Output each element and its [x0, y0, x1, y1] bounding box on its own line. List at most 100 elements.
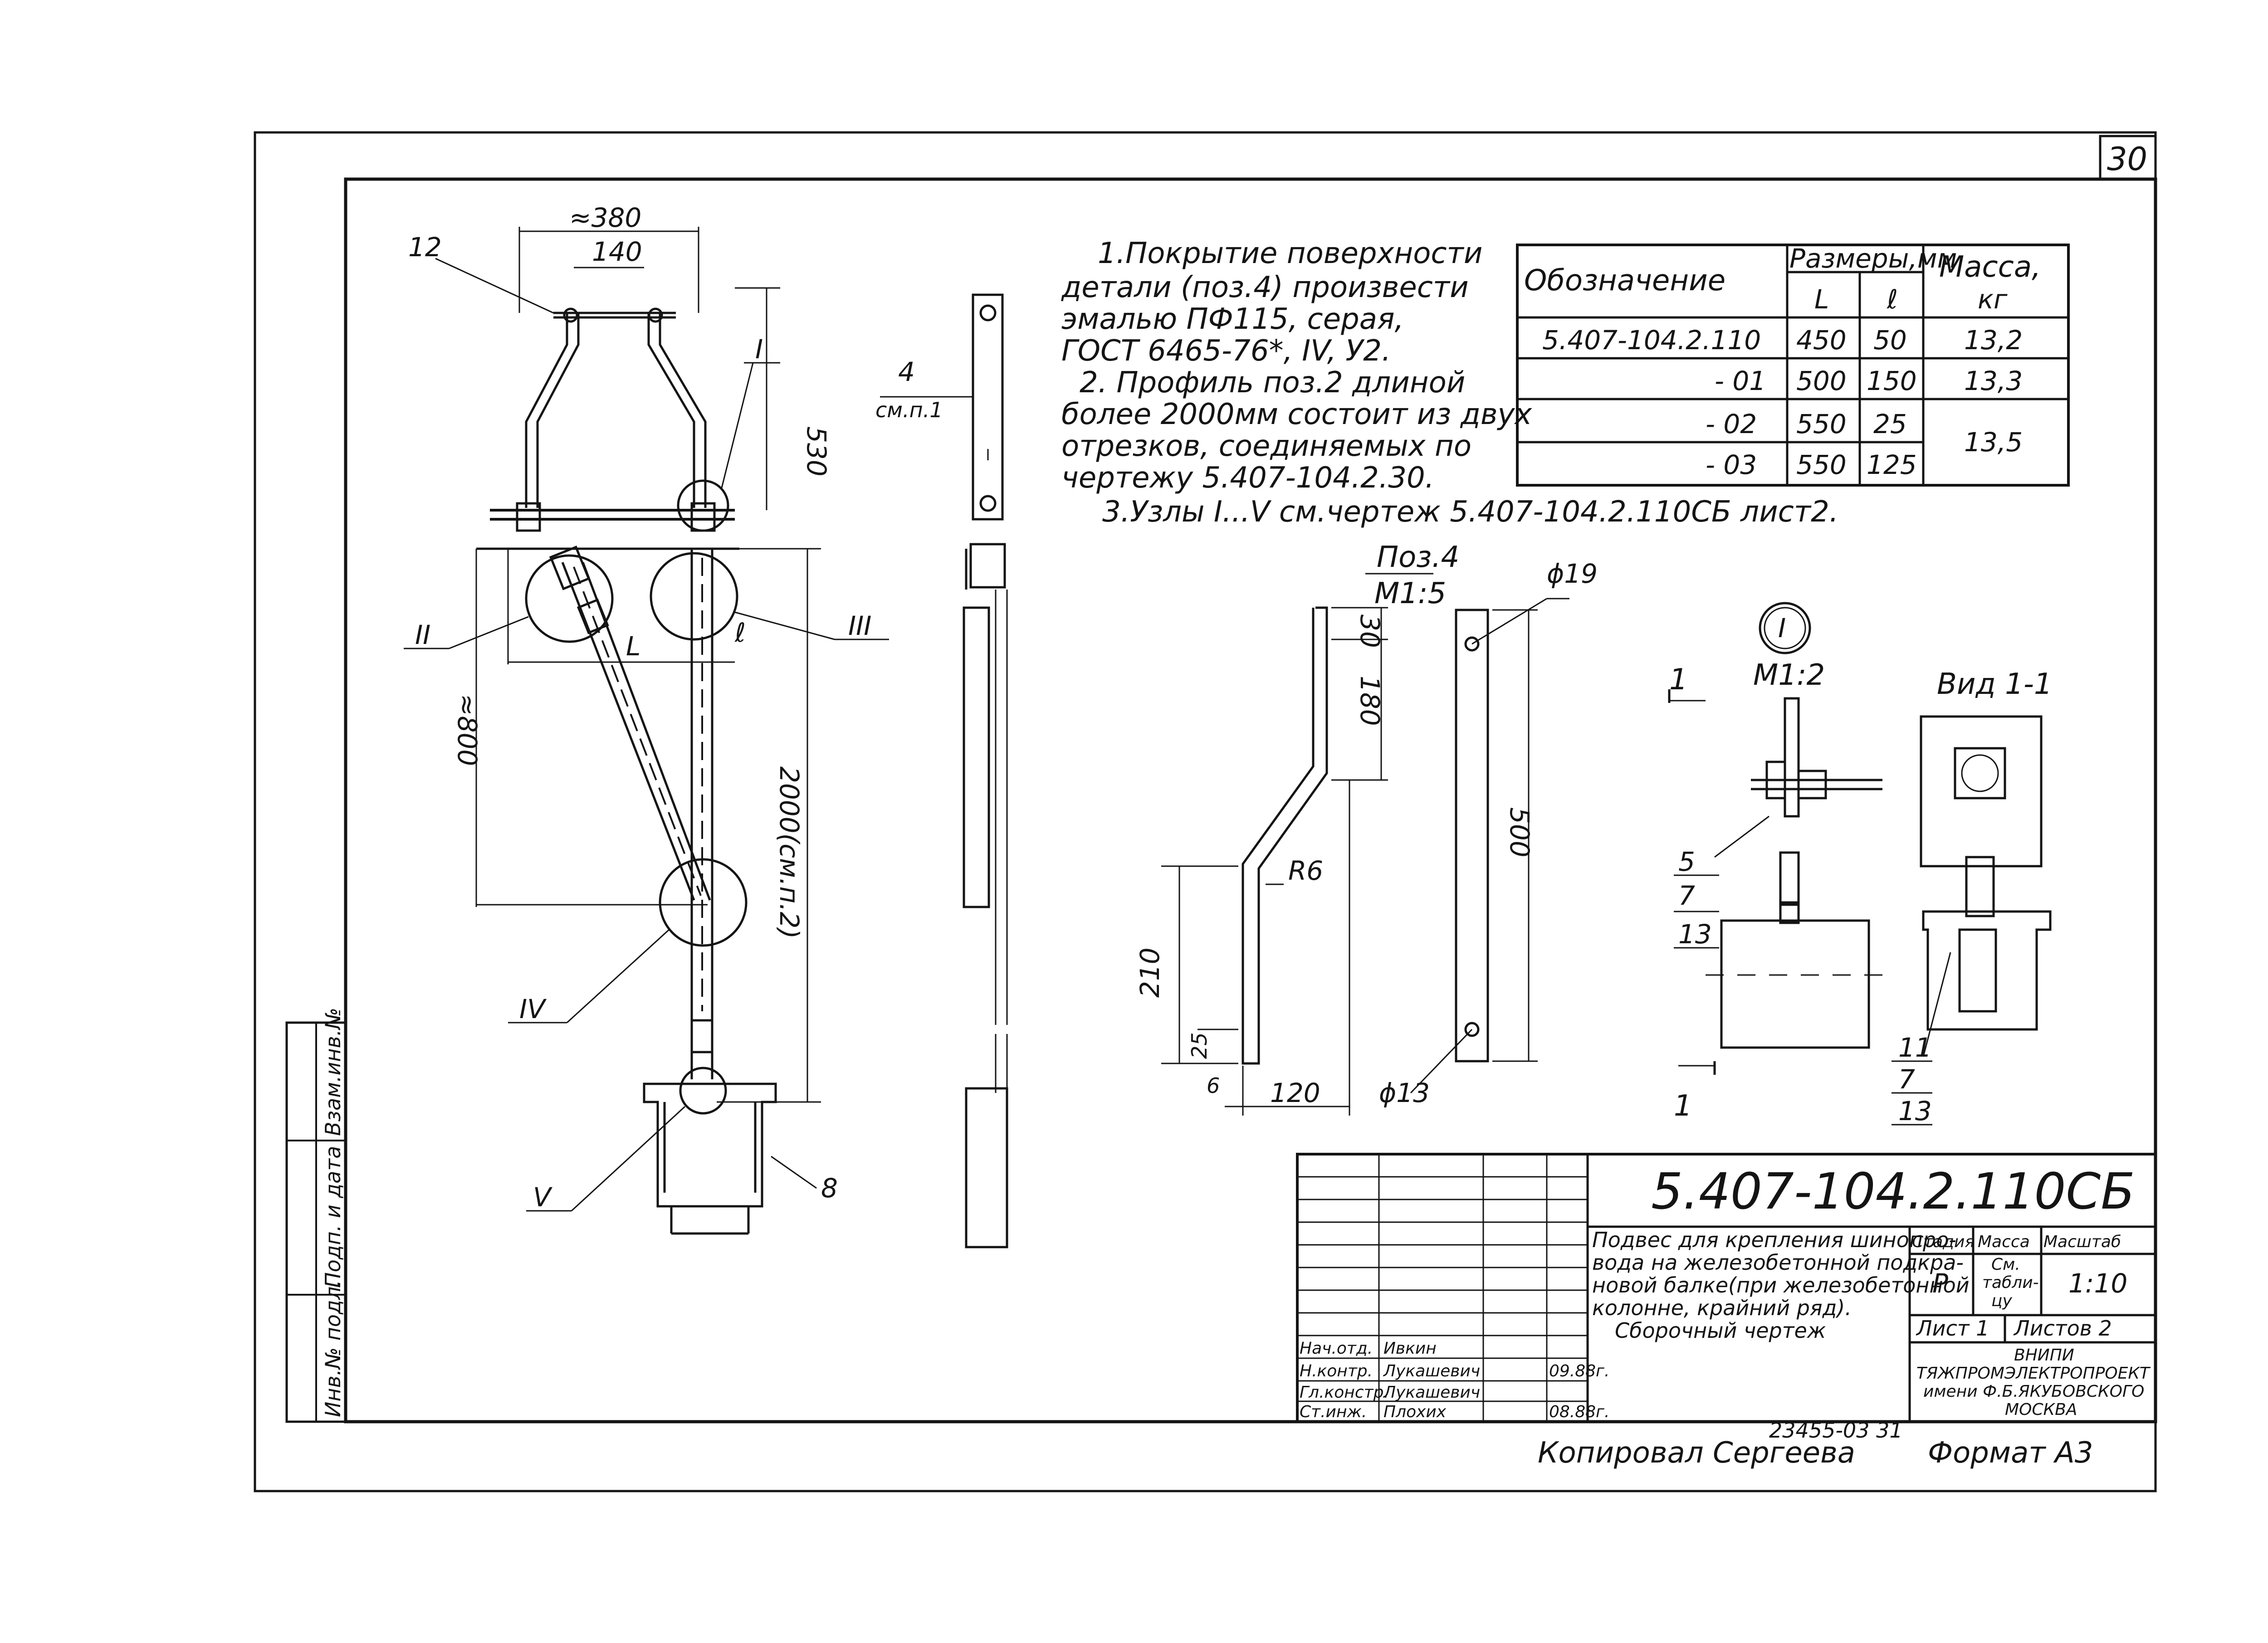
- svg-text:Плохих: Плохих: [1383, 1403, 1447, 1421]
- pos-4-label: 4: [898, 356, 915, 387]
- svg-text:ГОСТ 6465-76*, IV, У2.: ГОСТ 6465-76*, IV, У2.: [1061, 334, 1391, 368]
- svg-text:Н.контр.: Н.контр.: [1300, 1362, 1373, 1380]
- node-V-label: V: [533, 1182, 553, 1213]
- th-l: ℓ: [1887, 284, 1898, 315]
- th-mass-unit: кг: [1978, 284, 2008, 315]
- side-stamp: Инв.№ подл. Подп. и дата Взам.инв.№: [285, 1008, 347, 1423]
- svg-text:Листов 2: Листов 2: [2013, 1316, 2112, 1341]
- svg-text:120: 120: [1270, 1077, 1320, 1108]
- svg-text:550: 550: [1796, 409, 1847, 439]
- svg-text:См.: См.: [1991, 1255, 2020, 1274]
- svg-text:чертежу 5.407-104.2.30.: чертежу 5.407-104.2.30.: [1061, 461, 1434, 495]
- svg-text:6: 6: [1207, 1073, 1220, 1098]
- svg-text:180: 180: [1354, 676, 1385, 726]
- dim-800-label: ≈800: [452, 694, 483, 766]
- general-notes: 1.Покрытие поверхности детали (поз.4) пр…: [1061, 237, 1838, 529]
- svg-text:1.Покрытие поверхности: 1.Покрытие поверхности: [1098, 237, 1482, 270]
- svg-text:5: 5: [1678, 846, 1695, 877]
- svg-text:7: 7: [1898, 1064, 1915, 1095]
- svg-text:Сборочный чертеж: Сборочный чертеж: [1615, 1318, 1826, 1343]
- svg-text:ϕ13: ϕ13: [1379, 1077, 1430, 1108]
- svg-text:Подвес для крепления шинопро-: Подвес для крепления шинопро-: [1592, 1228, 1956, 1252]
- svg-text:детали (поз.4) произвести: детали (поз.4) произвести: [1061, 271, 1469, 304]
- svg-text:2. Профиль поз.2 длиной: 2. Профиль поз.2 длиной: [1080, 366, 1465, 400]
- part4-title: Поз.4: [1377, 541, 1459, 574]
- view-1-1-title: Вид 1-1: [1937, 668, 2053, 701]
- svg-text:25: 25: [1873, 409, 1907, 439]
- th-mass: Масса,: [1939, 250, 2041, 284]
- dim-L-label: L: [626, 631, 640, 662]
- copied-by: Копировал Сергеева: [1538, 1436, 1855, 1470]
- svg-text:Лукашевич: Лукашевич: [1383, 1383, 1480, 1402]
- th-designation: Обозначение: [1524, 264, 1725, 297]
- svg-text:550: 550: [1796, 449, 1847, 480]
- svg-text:- 02: - 02: [1706, 409, 1757, 439]
- svg-text:эмалью ПФ115, серая,: эмалью ПФ115, серая,: [1061, 302, 1404, 336]
- svg-text:колонне, крайний ряд).: колонне, крайний ряд).: [1592, 1296, 1852, 1320]
- svg-text:Гл.констр.: Гл.констр.: [1300, 1383, 1389, 1402]
- pos-8-label: 8: [821, 1173, 838, 1204]
- svg-text:Ст.инж.: Ст.инж.: [1300, 1403, 1367, 1421]
- spec-table: Обозначение Размеры,мм L ℓ Масса, кг 5.4…: [1516, 243, 2070, 487]
- svg-text:Масштаб: Масштаб: [2043, 1233, 2121, 1251]
- svg-text:08.88г.: 08.88г.: [1549, 1403, 1609, 1421]
- format-label: Формат А3: [1928, 1436, 2093, 1470]
- title-block: Нач.отд. Ивкин Н.контр. Лукашевич 09.88г…: [1296, 1153, 2157, 1423]
- svg-text:Р: Р: [1932, 1268, 1948, 1299]
- side-view: 4 см.п.1: [875, 293, 1008, 1248]
- svg-text:- 03: - 03: [1706, 449, 1757, 480]
- node-I-label: I: [755, 334, 763, 365]
- svg-text:5.407-104.2.110: 5.407-104.2.110: [1542, 325, 1761, 356]
- svg-text:ϕ19: ϕ19: [1547, 558, 1598, 589]
- svg-text:Лукашевич: Лукашевич: [1383, 1362, 1480, 1380]
- svg-text:Масса: Масса: [1978, 1233, 2030, 1251]
- svg-text:1: 1: [1669, 663, 1688, 697]
- svg-text:7: 7: [1678, 880, 1695, 911]
- dim-2000-label: 2000(см.п.2): [774, 766, 805, 939]
- svg-text:Нач.отд.: Нач.отд.: [1300, 1339, 1373, 1358]
- node-III-label: III: [848, 610, 871, 641]
- node1-label: I: [1778, 613, 1786, 644]
- dim-530-label: 530: [801, 426, 832, 477]
- svg-text:Взам.инв.№: Взам.инв.№: [321, 1008, 345, 1136]
- svg-text:13,2: 13,2: [1964, 325, 2023, 356]
- svg-text:150: 150: [1867, 366, 1917, 396]
- svg-text:R6: R6: [1288, 855, 1323, 886]
- node-II-label: II: [415, 619, 430, 650]
- svg-text:11: 11: [1898, 1032, 1932, 1063]
- svg-text:500: 500: [1504, 807, 1535, 858]
- part4-detail: Поз.4 М1:5 30 180 210 25 6 120 R6 500: [1134, 541, 1598, 1116]
- th-L: L: [1814, 284, 1829, 315]
- svg-text:13,3: 13,3: [1964, 366, 2023, 396]
- svg-text:13: 13: [1678, 919, 1712, 950]
- svg-text:450: 450: [1796, 325, 1847, 356]
- dim-l-label: ℓ: [734, 617, 746, 648]
- svg-text:Инв.№ подл.: Инв.№ подл.: [321, 1280, 345, 1417]
- svg-text:МОСКВА: МОСКВА: [2005, 1400, 2077, 1419]
- svg-text:1: 1: [1674, 1089, 1692, 1123]
- designation: 5.407-104.2.110СБ: [1651, 1162, 2135, 1220]
- sheet-number-box: [2099, 135, 2157, 180]
- svg-text:125: 125: [1867, 449, 1917, 480]
- svg-text:Стадия: Стадия: [1912, 1233, 1975, 1251]
- svg-text:отрезков, соединяемых по: отрезков, соединяемых по: [1061, 429, 1471, 463]
- svg-text:500: 500: [1796, 366, 1847, 396]
- svg-text:13: 13: [1898, 1096, 1932, 1126]
- svg-text:цу: цу: [1991, 1292, 2013, 1310]
- main-view: ≈380 140 12 530 I L ℓ: [404, 202, 889, 1235]
- inner-frame: [344, 177, 2157, 1424]
- svg-text:более 2000мм состоит из двух: более 2000мм состоит из двух: [1061, 398, 1532, 431]
- node-IV-label: IV: [519, 994, 547, 1024]
- svg-text:- 01: - 01: [1715, 366, 1766, 396]
- svg-text:Лист 1: Лист 1: [1916, 1316, 1989, 1341]
- node1-detail: I М1:2 1 1 5 7 13 Вид 1-1 11: [1668, 602, 2053, 1126]
- svg-text:Ивкин: Ивкин: [1383, 1339, 1437, 1358]
- svg-text:вода на железобетонной подкра-: вода на железобетонной подкра-: [1592, 1250, 1964, 1275]
- svg-text:ВНИПИ: ВНИПИ: [2014, 1346, 2074, 1365]
- part4-scale: М1:5: [1374, 577, 1446, 610]
- pos-12-label: 12: [408, 232, 442, 263]
- svg-text:1:10: 1:10: [2068, 1268, 2127, 1299]
- svg-text:имени Ф.Б.ЯКУБОВСКОГО: имени Ф.Б.ЯКУБОВСКОГО: [1923, 1382, 2144, 1401]
- dim-width-label: ≈380: [569, 202, 641, 233]
- pos-4-note: см.п.1: [875, 398, 943, 422]
